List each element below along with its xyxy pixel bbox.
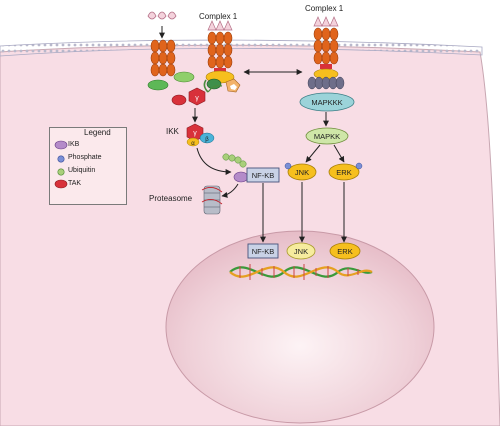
erk-cytoplasm-node: ERK xyxy=(328,162,363,181)
ikk-alpha-symbol: α xyxy=(191,141,195,147)
phosphate-icon xyxy=(57,155,65,163)
nfkb-nucleus-node: NF-KB xyxy=(247,243,279,259)
tak-icon xyxy=(54,179,68,189)
erk-cytoplasm-label: ERK xyxy=(336,168,351,177)
nfkb-cytoplasm-node: NF-KB xyxy=(246,167,280,183)
jnk-cytoplasm-node: JNK xyxy=(284,162,317,181)
tak-complex-1: γ xyxy=(171,87,206,106)
mapkk-label: MAPKK xyxy=(314,132,340,141)
jnk-nucleus-label: JNK xyxy=(294,247,308,256)
nucleus xyxy=(165,230,435,424)
receptor-complex-right xyxy=(307,16,345,90)
receptor-complex-left xyxy=(203,20,241,93)
jnk-nucleus-node: JNK xyxy=(286,242,316,260)
phosphate-jnk xyxy=(284,162,292,170)
nfkb-nucleus-label: NF-KB xyxy=(252,247,275,256)
ubiquitin-chain xyxy=(222,153,247,168)
cell-membrane xyxy=(0,39,483,57)
mapkkk-label: MAPKKK xyxy=(311,98,342,107)
jnk-cytoplasm-label: JNK xyxy=(295,168,309,177)
legend-item-tak: TAK xyxy=(68,180,82,187)
proteasome xyxy=(201,185,223,215)
tak-symbol-1: γ xyxy=(195,95,199,102)
free-ligand xyxy=(147,11,177,39)
ubiquitin-chain-top xyxy=(207,85,223,93)
legend-item-ikb: IKB xyxy=(68,141,80,148)
arrow-ikk-nfkb xyxy=(196,147,232,175)
arrow-mapkk-erk xyxy=(333,144,345,163)
ikk-complex: γ α β xyxy=(186,123,215,147)
ubiquitin-icon xyxy=(57,168,65,176)
mapkk-node: MAPKK xyxy=(305,127,349,145)
ikk-beta-symbol: β xyxy=(205,137,209,143)
legend-item-ubiquitin: Ubiquitin xyxy=(68,167,96,174)
erk-nucleus-node: ERK xyxy=(329,242,361,260)
complex-left-label: Complex 1 xyxy=(199,12,238,21)
proteasome-label: Proteasome xyxy=(149,194,193,203)
receptor-unbound xyxy=(147,39,176,91)
legend-item-phosphate: Phosphate xyxy=(68,154,102,161)
nfkb-cytoplasm-label: NF-KB xyxy=(252,171,275,180)
legend-title: Legend xyxy=(84,128,111,137)
erk-nucleus-label: ERK xyxy=(337,247,352,256)
tak-symbol-2: γ xyxy=(193,130,197,137)
ikb-protein xyxy=(233,171,249,183)
dna-helix xyxy=(229,264,373,280)
adaptor-protein xyxy=(173,71,195,83)
phosphate-erk xyxy=(355,162,363,170)
mapkkk-node: MAPKKK xyxy=(299,92,355,112)
ikk-label: IKK xyxy=(166,127,180,136)
legend-box xyxy=(49,127,127,205)
arrow-mapkk-jnk xyxy=(305,144,321,163)
complex-right-label: Complex 1 xyxy=(305,4,344,13)
ikb-icon xyxy=(54,140,68,150)
arrow-ikb-proteasome xyxy=(221,183,239,198)
